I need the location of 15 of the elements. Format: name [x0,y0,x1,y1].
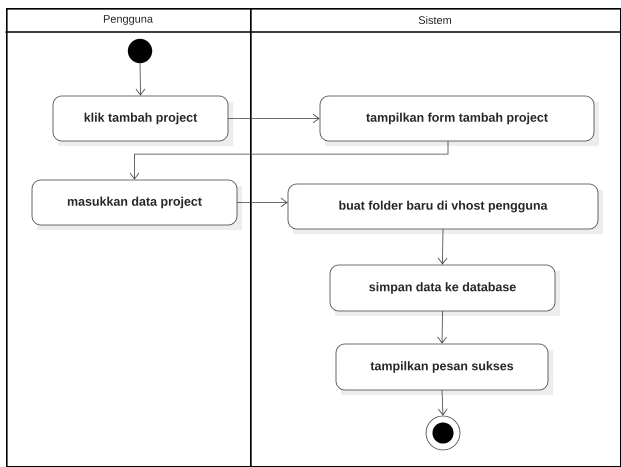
action-box: simpan data ke database [330,264,560,316]
action-box: klik tambah project [52,96,233,146]
action-box: buat folder baru di vhost pengguna [288,184,603,234]
arrow [130,141,448,180]
action-box: tampilkan form tambah project [320,96,599,146]
action-box: masukkan data project [32,180,242,230]
end-node [426,416,460,450]
arrow [437,311,447,344]
arrow [228,114,320,124]
arrow [237,198,288,208]
arrow [438,390,448,416]
arrow [136,62,146,96]
arrow [438,229,448,265]
start-node [128,38,152,64]
action-box: tampilkan pesan sukses [336,344,553,395]
